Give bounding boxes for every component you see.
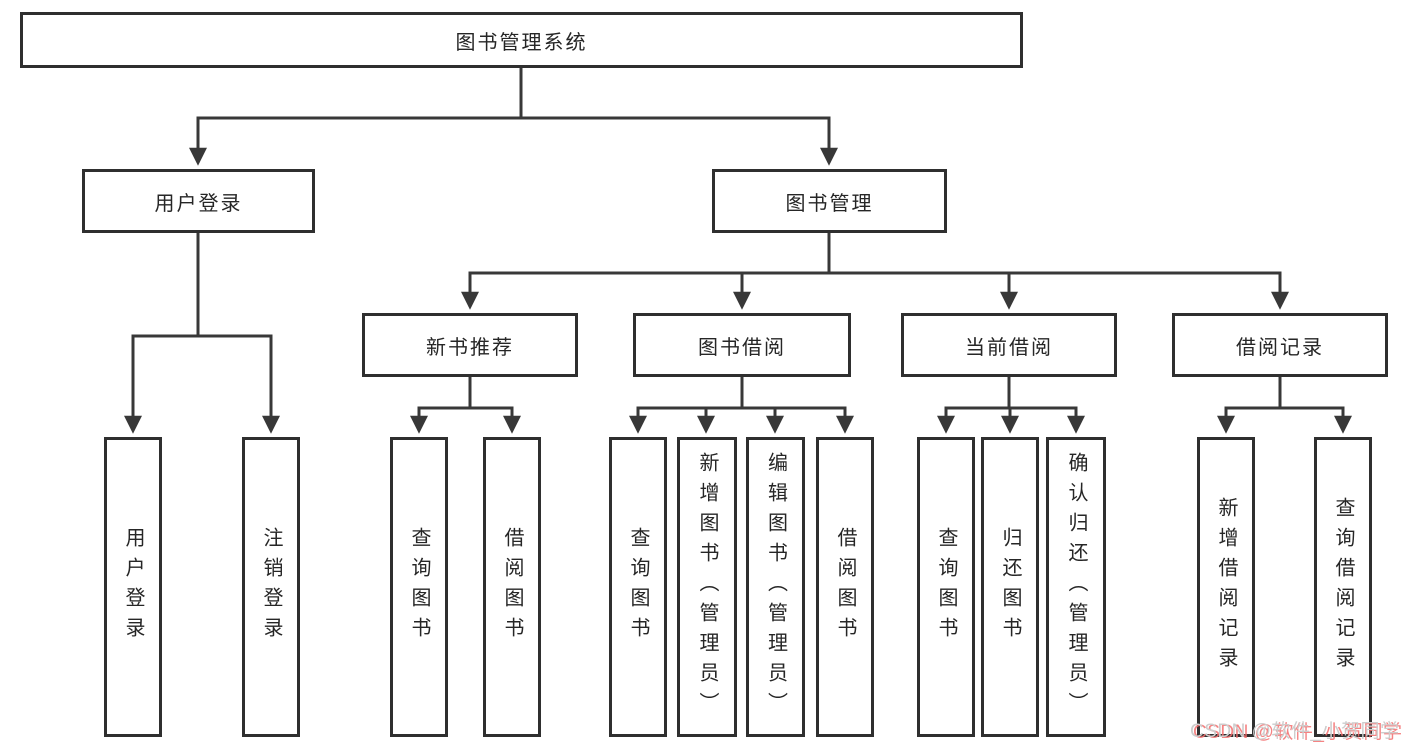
connector-borrow-records-children (1217, 377, 1352, 434)
node-label: 新书推荐 (426, 336, 514, 359)
leaf-query-books-current: 查询图书 (917, 437, 975, 737)
leaf-return-book: 归还图书 (981, 437, 1039, 737)
connector-user-login-children (124, 233, 280, 434)
node-label: 查询图书 (408, 527, 430, 647)
leaf-user-login: 用户登录 (104, 437, 162, 737)
node-label: 查询图书 (935, 527, 957, 647)
csdn-watermark: CSDN @软件_小贺同学 (1190, 721, 1400, 742)
node-current-borrow: 当前借阅 (901, 313, 1117, 377)
node-book-borrow: 图书借阅 (633, 313, 851, 377)
leaf-edit-book-admin: 编辑图书（管理员） (746, 437, 805, 737)
leaf-add-book-admin: 新增图书（管理员） (677, 437, 737, 737)
leaf-logout: 注销登录 (242, 437, 300, 737)
connector-root-to-level1 (189, 68, 838, 166)
node-label: 查询借阅记录 (1332, 497, 1354, 677)
node-label: 确认归还（管理员） (1065, 452, 1087, 722)
node-borrow-records: 借阅记录 (1172, 313, 1388, 377)
node-label: 借阅图书 (834, 527, 856, 647)
leaf-add-borrow-record: 新增借阅记录 (1197, 437, 1255, 737)
leaf-query-books-borrow: 查询图书 (609, 437, 667, 737)
node-label: 借阅记录 (1236, 336, 1324, 359)
node-label: 图书管理系统 (455, 31, 588, 54)
leaf-borrow-books-recommend: 借阅图书 (483, 437, 541, 737)
node-label: 编辑图书（管理员） (764, 452, 787, 722)
node-user-login: 用户登录 (82, 169, 315, 233)
node-label: 用户登录 (122, 527, 144, 647)
node-label: 查询图书 (627, 527, 649, 647)
leaf-query-books-recommend: 查询图书 (390, 437, 448, 737)
node-label: 用户登录 (154, 192, 243, 215)
connector-current-borrow-children (937, 377, 1085, 434)
node-book-management: 图书管理 (712, 169, 947, 233)
node-label: 当前借阅 (965, 336, 1053, 359)
node-label: 新增图书（管理员） (696, 452, 718, 722)
leaf-borrow-books: 借阅图书 (816, 437, 874, 737)
connector-book-borrow-children (629, 377, 854, 434)
node-label: 图书管理 (785, 192, 874, 215)
node-label: 新增借阅记录 (1215, 497, 1237, 677)
leaf-confirm-return-admin: 确认归还（管理员） (1046, 437, 1106, 737)
connector-book-management-children (461, 233, 1289, 310)
node-label: 归还图书 (999, 527, 1021, 647)
node-label: 借阅图书 (501, 527, 523, 647)
leaf-query-borrow-record: 查询借阅记录 (1314, 437, 1372, 737)
node-new-book-recommend: 新书推荐 (362, 313, 578, 377)
connector-new-book-children (410, 377, 521, 434)
node-label: 注销登录 (260, 527, 282, 647)
node-root: 图书管理系统 (20, 12, 1023, 68)
node-label: 图书借阅 (698, 336, 786, 359)
